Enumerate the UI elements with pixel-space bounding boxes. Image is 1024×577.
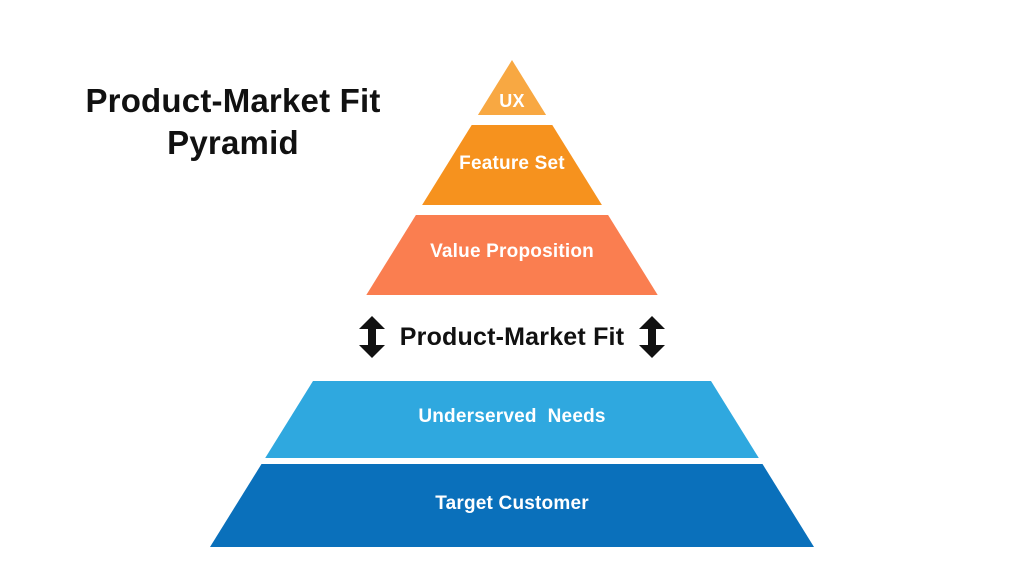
pyramid-layer-feature-set-shape — [422, 125, 602, 205]
product-market-fit-label: Product-Market Fit — [399, 322, 625, 351]
pyramid-layer-target-customer-shape — [210, 464, 814, 547]
page-title-line2: Pyramid — [167, 124, 299, 161]
up-down-arrow-icon — [358, 316, 385, 358]
up-down-arrow-icon — [639, 316, 666, 358]
pyramid-layer-underserved-needs-shape — [265, 381, 759, 458]
pyramid-layer-value-proposition-shape — [366, 215, 658, 295]
product-market-fit-row: Product-Market Fit — [0, 312, 1024, 362]
page-title: Product-Market Fit Pyramid — [40, 80, 426, 164]
page-title-line1: Product-Market Fit — [85, 82, 381, 119]
pyramid-layer-ux-shape — [477, 60, 547, 115]
